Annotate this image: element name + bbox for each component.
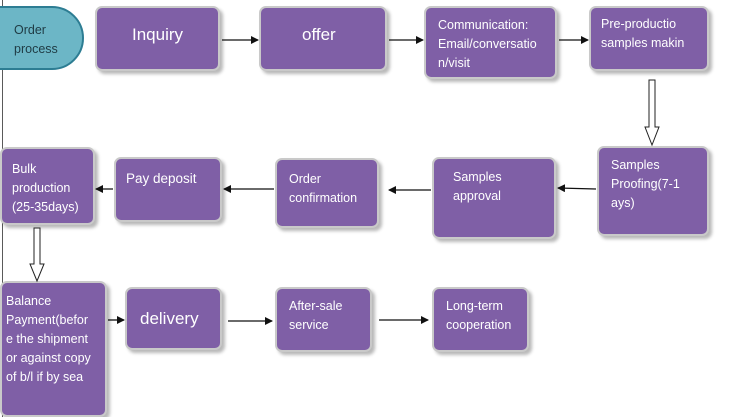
step-samples-approval-label: Samples approval: [453, 170, 502, 203]
step-pre-production-label: Pre-productio samples makin: [601, 17, 685, 50]
step-communication-label: Communication: Email/conversatio n/visit: [438, 18, 537, 70]
step-offer: offer: [259, 6, 387, 71]
arrow-proofing-to-approval: [557, 184, 597, 193]
step-samples-proofing: Samples Proofing(7-1 ays): [597, 146, 709, 236]
step-after-sale: After-sale service: [275, 287, 372, 352]
step-delivery-label: delivery: [140, 309, 199, 328]
step-pre-production: Pre-productio samples makin: [589, 6, 709, 71]
step-balance-payment: Balance Payment(befor e the shipment or …: [0, 281, 107, 417]
step-pay-deposit: Pay deposit: [114, 157, 222, 222]
step-inquiry-label: Inquiry: [132, 25, 184, 44]
step-order-confirmation-label: Order confirmation: [289, 172, 358, 205]
step-bulk-production-label: Bulk production (25-35days): [12, 162, 79, 214]
step-communication: Communication: Email/conversatio n/visit: [424, 6, 557, 79]
arrow-bulk-to-balance: [29, 227, 45, 283]
step-long-term-label: Long-term cooperation: [446, 299, 512, 332]
step-after-sale-label: After-sale service: [289, 299, 343, 332]
step-order-confirmation: Order confirmation: [275, 158, 379, 228]
step-delivery: delivery: [125, 287, 222, 350]
start-node-order-process: [0, 6, 84, 70]
step-balance-payment-label: Balance Payment(befor e the shipment or …: [6, 294, 91, 384]
step-pay-deposit-label: Pay deposit: [126, 171, 197, 186]
step-samples-approval: Samples approval: [432, 157, 556, 239]
step-offer-label: offer: [302, 25, 336, 44]
step-long-term: Long-term cooperation: [432, 287, 529, 352]
step-bulk-production: Bulk production (25-35days): [0, 147, 95, 225]
step-inquiry: Inquiry: [95, 6, 220, 71]
start-node-label: Order process: [14, 23, 58, 56]
arrow-pre-production-to-proofing: [644, 79, 660, 147]
step-samples-proofing-label: Samples Proofing(7-1 ays): [611, 158, 680, 210]
